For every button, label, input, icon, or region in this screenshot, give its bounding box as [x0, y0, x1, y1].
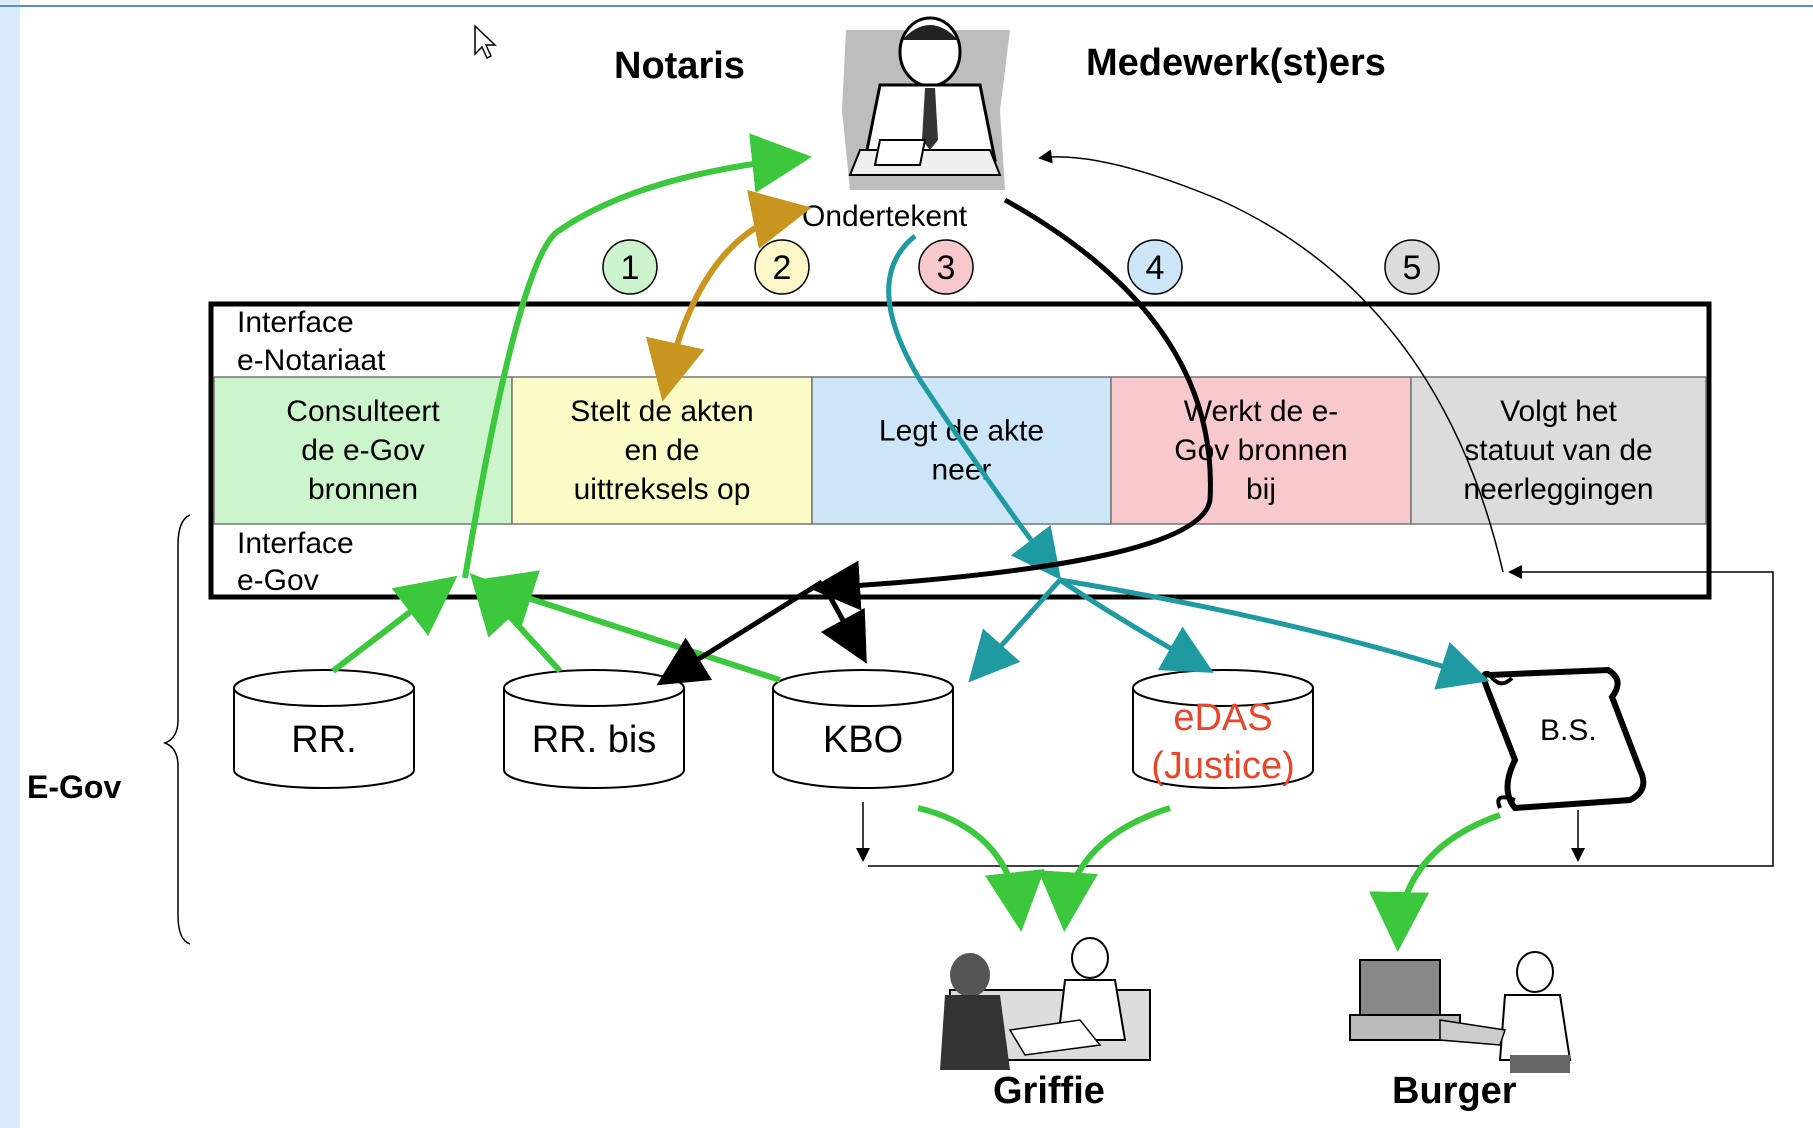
cursor-icon — [474, 24, 497, 60]
update-cell: Werkt de e- Gov bronnen bij — [1110, 376, 1412, 525]
notaris-label: Notaris — [614, 45, 745, 87]
griffie-people-icon — [940, 937, 1151, 1070]
notary-person-icon — [842, 16, 1010, 190]
update-cell-line-3: bij — [1246, 473, 1276, 506]
consult-arrows — [331, 133, 812, 683]
consult-cell-line-2: de e-Gov — [301, 434, 424, 467]
database-rr-bis-label: RR. bis — [532, 719, 657, 761]
step-4-number: 4 — [1146, 249, 1165, 287]
left-sidebar-bar — [0, 0, 20, 1128]
update-cell-line-1: Werkt de e- — [1184, 395, 1339, 428]
deposit-arrows — [886, 234, 1490, 690]
interface-enotariaat-line2: e-Notariaat — [237, 344, 386, 377]
database-rr-label: RR. — [291, 719, 356, 761]
bs-label: B.S. — [1540, 714, 1597, 747]
update-arrows — [656, 197, 1213, 686]
database-rr: RR. — [233, 669, 415, 789]
consult-cell-line-3: bronnen — [308, 473, 418, 506]
status-feedback-connector — [856, 149, 1774, 867]
step-3-badge: 3 — [918, 239, 974, 295]
draft-cell: Stelt de akten en de uittreksels op — [511, 376, 813, 525]
database-rr-bis: RR. bis — [503, 669, 685, 789]
interface-egov-line1: Interface — [237, 527, 354, 560]
status-cell-line-1: Volgt het — [1500, 395, 1617, 428]
step-2-badge: 2 — [754, 239, 810, 295]
consult-cell: Consulteert de e-Gov bronnen — [213, 376, 513, 525]
egov-label: E-Gov — [27, 769, 121, 805]
status-cell: Volgt het statuut van de neerleggingen — [1410, 376, 1707, 525]
step-5-badge: 5 — [1384, 239, 1440, 295]
draft-arrow — [645, 190, 812, 402]
database-edas-label-line2: (Justice) — [1151, 745, 1295, 787]
database-edas-label-line1: eDAS — [1173, 697, 1272, 739]
draft-cell-line-1: Stelt de akten — [570, 395, 753, 428]
griffie-label: Griffie — [993, 1070, 1105, 1112]
step-5-number: 5 — [1403, 249, 1422, 287]
delivery-arrows — [917, 805, 1501, 952]
medewerkers-label: Medewerk(st)ers — [1086, 42, 1386, 84]
status-cell-line-3: neerleggingen — [1463, 473, 1653, 506]
bs-scroll-icon: B.S. — [1481, 666, 1647, 812]
interface-egov-line2: e-Gov — [237, 564, 319, 597]
consult-cell-line-1: Consulteert — [286, 395, 440, 428]
step-1-number: 1 — [621, 249, 640, 287]
draft-cell-line-2: en de — [624, 434, 699, 467]
burger-label: Burger — [1392, 1070, 1517, 1112]
step-3-number: 3 — [937, 249, 956, 287]
interface-enotariaat-line1: Interface — [237, 306, 354, 339]
database-kbo-label: KBO — [823, 719, 903, 761]
database-edas: eDAS (Justice) — [1132, 669, 1314, 789]
step-4-badge: 4 — [1127, 239, 1183, 295]
database-kbo: KBO — [772, 669, 954, 789]
step-2-number: 2 — [773, 249, 792, 287]
step-1-badge: 1 — [602, 239, 658, 295]
update-cell-line-2: Gov bronnen — [1174, 434, 1347, 467]
draft-cell-line-3: uittreksels op — [574, 473, 751, 506]
burger-computer-icon — [1349, 951, 1572, 1073]
egov-brace — [162, 514, 191, 945]
ondertekent-label: Ondertekent — [802, 200, 968, 233]
status-cell-line-2: statuut van de — [1464, 434, 1652, 467]
